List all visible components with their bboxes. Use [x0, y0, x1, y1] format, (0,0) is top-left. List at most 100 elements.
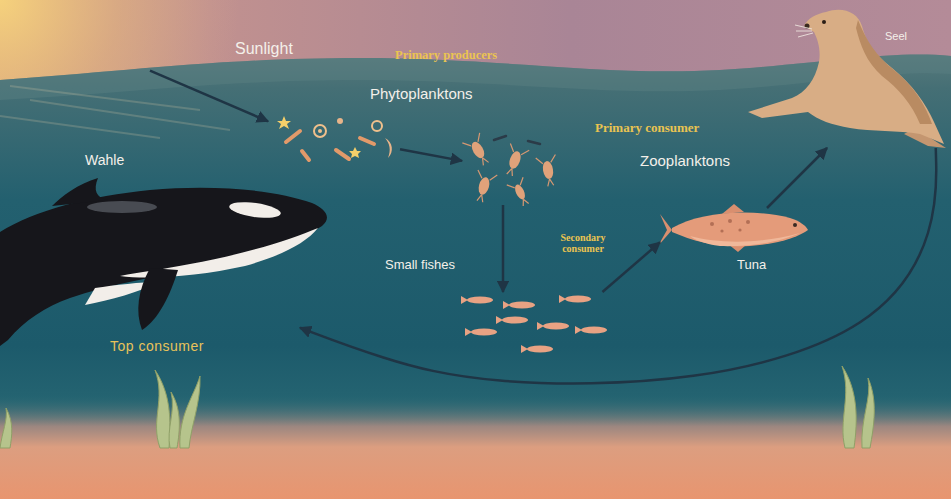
light-rays [0, 86, 230, 138]
seaweed [842, 366, 856, 448]
small-fish-illustration [467, 297, 493, 304]
seaweed [0, 408, 12, 448]
phytoplankton-illustration [360, 138, 374, 144]
zooplankton-illustration [500, 143, 529, 178]
seal-illustration [748, 10, 944, 144]
zooplankton-illustration [462, 133, 494, 169]
light-rays [10, 86, 200, 110]
orca-illustration [0, 178, 327, 346]
food-chain-arrow [300, 148, 936, 383]
trophic-level-label: Top consumer [110, 339, 204, 354]
organism-label: Small fishes [385, 258, 455, 273]
tuna-illustration [710, 222, 714, 226]
organism-label: Zooplanktons [640, 152, 730, 169]
small-fish-illustration [543, 323, 569, 330]
small-fish-illustration [461, 296, 468, 304]
organism-node: Tuna [660, 208, 808, 252]
phytoplankton-illustration [314, 125, 326, 137]
small-fish-illustration [509, 302, 535, 309]
organism-label: Sunlight [235, 40, 293, 58]
phytoplankton-illustration [318, 129, 322, 133]
seal-illustration [795, 25, 812, 29]
zooplankton-illustration [462, 133, 560, 209]
zooplankton-illustration [507, 177, 534, 208]
tuna-illustration [658, 204, 808, 252]
tuna-illustration [672, 213, 808, 247]
small-fish-illustration [502, 317, 528, 324]
phytoplankton-illustration [277, 116, 291, 129]
tuna-illustration [690, 233, 800, 246]
small-fish-illustration [465, 328, 472, 336]
zooplankton-illustration [513, 183, 527, 201]
zooplankton-illustration [500, 143, 529, 178]
seal-illustration [798, 33, 813, 37]
food-chain-arrow [150, 71, 268, 122]
trophic-level-label: Primary consumer [595, 121, 699, 135]
seaweed [155, 370, 170, 448]
seal-illustration [795, 25, 813, 37]
small-fish-illustration [537, 322, 569, 330]
seaweed [862, 378, 875, 448]
organism-label: Tuna [737, 258, 766, 273]
zooplankton-illustration [477, 176, 491, 196]
orca-illustration [52, 178, 108, 206]
seaweed [0, 366, 874, 448]
food-chain-arrow [767, 148, 827, 208]
small-fish-illustration [559, 295, 591, 303]
seal-illustration [856, 20, 932, 124]
tuna-illustration [746, 220, 750, 224]
small-fish-illustration [581, 327, 607, 334]
trophic-level-label: Primary producers [395, 49, 497, 62]
phytoplankton-illustration [372, 121, 382, 131]
seaweed [180, 376, 200, 448]
food-chain-arrow [400, 149, 462, 161]
orca-illustration [228, 199, 281, 220]
organism-node: Zooplanktons [462, 135, 560, 205]
small-fish-illustration [503, 301, 535, 309]
organism-node: Wahle [10, 180, 300, 335]
small-fish-illustration [527, 346, 553, 353]
small-fish-illustration [559, 295, 566, 303]
tuna-illustration [722, 204, 744, 214]
small-fish-illustration [521, 345, 553, 353]
zooplankton-illustration [536, 154, 561, 187]
food-chain-arrow [602, 242, 660, 292]
orca-illustration [87, 201, 157, 213]
tuna-illustration [738, 228, 741, 231]
phytoplankton-illustration [349, 147, 361, 158]
phytoplankton-illustration [302, 151, 309, 160]
phytoplankton-illustration [286, 131, 374, 160]
seal-illustration [796, 31, 812, 32]
small-fish-illustration [496, 316, 528, 324]
organism-label: Wahle [85, 152, 124, 168]
organism-node: Seel [745, 6, 948, 148]
small-fish-illustration [503, 301, 510, 309]
zooplankton-illustration [542, 160, 555, 179]
phytoplankton-illustration [336, 150, 349, 159]
small-fish-illustration [471, 329, 497, 336]
phytoplankton-illustration [277, 116, 392, 160]
tuna-illustration [793, 223, 797, 227]
small-fish-illustration [465, 328, 497, 336]
food-chain-arrow [502, 205, 505, 292]
organism-node: Small fishes [455, 292, 615, 358]
zooplankton-illustration [494, 136, 506, 140]
tuna-illustration [658, 214, 672, 246]
light-rays [30, 100, 230, 130]
seal-illustration [822, 20, 826, 24]
small-fish-illustration [461, 295, 607, 353]
zooplankton-illustration [470, 170, 497, 204]
phytoplankton-illustration [337, 118, 343, 124]
connector-group [150, 71, 936, 384]
seal-illustration [748, 10, 946, 148]
zooplankton-illustration [507, 177, 534, 208]
trophic-level-label: Secondary consumer [551, 233, 615, 254]
zooplankton-illustration [470, 170, 497, 204]
tuna-illustration [728, 219, 732, 223]
small-fish-illustration [496, 316, 503, 324]
small-fish-illustration [537, 322, 544, 330]
